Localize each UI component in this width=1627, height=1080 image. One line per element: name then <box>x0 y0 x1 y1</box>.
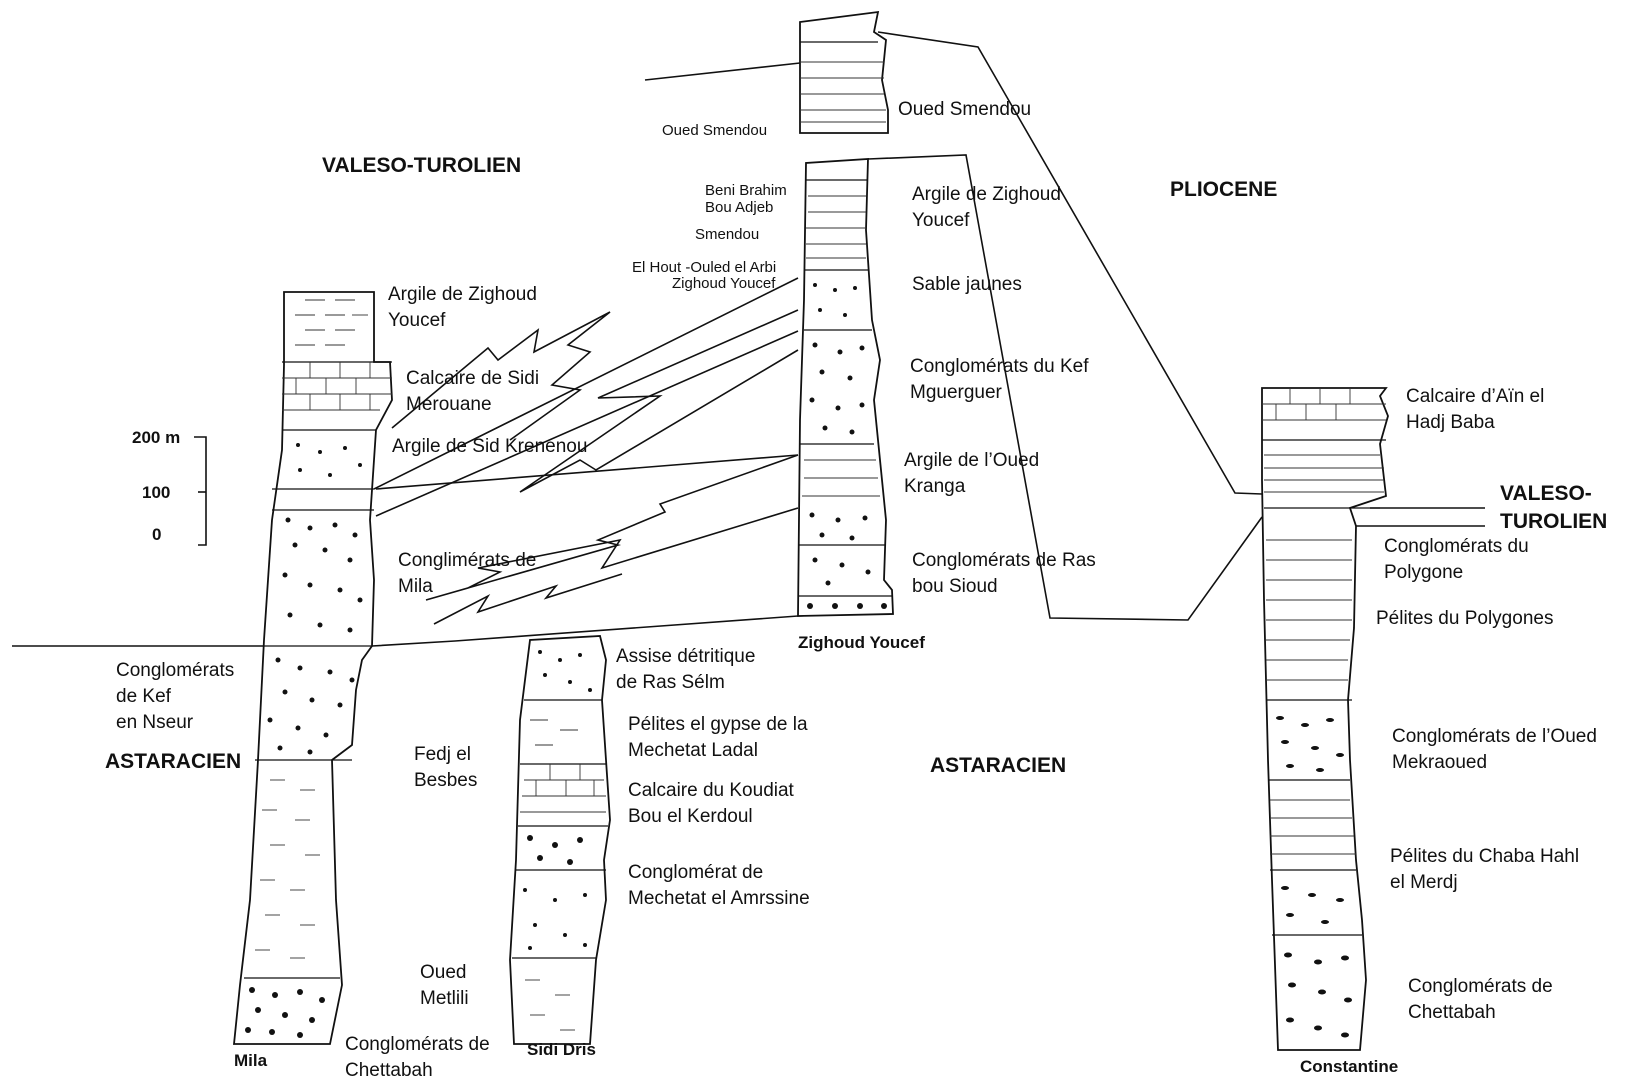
sidi-dris-unit-labels: Assise détritique de Ras Sélm Pélites el… <box>616 646 810 909</box>
stage-label-valeso-right-2: TUROLIEN <box>1500 510 1607 533</box>
stage-label-astaracien-left: ASTARACIEN <box>105 750 241 773</box>
scale-bar: 200 m 100 0 <box>132 428 206 545</box>
stage-label-valeso-turolien: VALESO-TUROLIEN <box>322 154 521 177</box>
astaracien-boundary-line <box>12 612 893 646</box>
unit-label: Polygone <box>1384 562 1463 583</box>
unit-label: Oued Smendou <box>662 122 767 139</box>
unit-label: Mekraoued <box>1392 752 1487 773</box>
corr-line-2 <box>376 331 798 516</box>
unit-label: Calcaire de Sidi <box>406 368 539 389</box>
unit-label: Argile de Zighoud <box>912 184 1061 205</box>
unit-label: Conglomérats du <box>1384 536 1529 557</box>
unit-label: Conglomérats <box>116 660 234 681</box>
unit-label: Conglomérats de Ras <box>912 550 1096 571</box>
unit-label: Assise détritique <box>616 646 755 667</box>
unit-label: Hadj Baba <box>1406 412 1495 433</box>
unit-label: Argile de Zighoud <box>388 284 537 305</box>
mila-column <box>234 292 392 1044</box>
unit-label: de Kef <box>116 686 172 707</box>
oued-smendou-left-line <box>645 63 800 80</box>
scale-label-100: 100 <box>142 483 170 502</box>
column-names: Mila Sidi Dris Zighoud Youcef Constantin… <box>234 633 1398 1076</box>
unit-label: Zighoud Youcef <box>672 275 776 292</box>
scale-label-200: 200 m <box>132 428 180 447</box>
constantine-column <box>1262 388 1388 1050</box>
unit-label: Fedj el <box>414 744 471 765</box>
unit-label: Kranga <box>904 476 966 497</box>
unit-label: Conglomérats de <box>345 1034 490 1055</box>
unit-label: bou Sioud <box>912 576 998 597</box>
stage-label-pliocene: PLIOCENE <box>1170 178 1277 201</box>
zigzag-wedge-3 <box>426 455 798 600</box>
unit-label: Argile de Sid Krenenou <box>392 436 587 457</box>
unit-label: El Hout -Ouled el Arbi <box>632 259 776 276</box>
unit-label: Conglomérat de <box>628 862 763 883</box>
corr-line-3 <box>376 455 798 489</box>
unit-label: Conglomérats de l’Oued <box>1392 726 1597 747</box>
unit-label: Youcef <box>388 310 446 331</box>
zighoud-youcef-column <box>798 12 893 616</box>
unit-label: Oued Smendou <box>898 99 1031 120</box>
unit-label: Smendou <box>695 226 759 243</box>
unit-label: Oued <box>420 962 466 983</box>
unit-label: Conglimérats de <box>398 550 536 571</box>
unit-label: Chettabah <box>1408 1002 1496 1023</box>
unit-label: Chettabah <box>345 1060 433 1080</box>
column-name-mila: Mila <box>234 1051 268 1070</box>
unit-label: Merouane <box>406 394 492 415</box>
unit-label: Conglomérats de <box>1408 976 1553 997</box>
unit-label: Calcaire du Koudiat <box>628 780 795 801</box>
unit-label: Bou Adjeb <box>705 199 773 216</box>
column-name-constantine: Constantine <box>1300 1057 1398 1076</box>
unit-label: Calcaire d’Aïn el <box>1406 386 1544 407</box>
unit-label: Sable jaunes <box>912 274 1022 295</box>
sidi-dris-column <box>510 636 610 1044</box>
unit-label: Beni Brahim <box>705 182 787 199</box>
scale-label-0: 0 <box>152 525 161 544</box>
unit-label: Mguerguer <box>910 382 1003 403</box>
stage-label-valeso-right-1: VALESO- <box>1500 482 1592 505</box>
unit-label: Mila <box>398 576 433 597</box>
unit-label: en Nseur <box>116 712 194 733</box>
unit-label: Metlili <box>420 988 469 1009</box>
unit-label: Pélites du Chaba Hahl <box>1390 846 1579 867</box>
unit-label: Pélites el gypse de la <box>628 714 808 735</box>
column-name-sidi-dris: Sidi Dris <box>527 1040 596 1059</box>
zighoud-left-labels: Oued Smendou Beni Brahim Bou Adjeb Smend… <box>632 122 787 292</box>
unit-label: Conglomérats du Kef <box>910 356 1089 377</box>
stage-label-astaracien-mid: ASTARACIEN <box>930 754 1066 777</box>
unit-label: Mechetat Ladal <box>628 740 758 761</box>
unit-label: Pélites du Polygones <box>1376 608 1553 629</box>
unit-label: Argile de l’Oued <box>904 450 1039 471</box>
unit-label: Mechetat el Amrssine <box>628 888 810 909</box>
zigzag-wedge-4 <box>434 574 622 624</box>
unit-label: Bou el Kerdoul <box>628 806 753 827</box>
unit-label: de Ras Sélm <box>616 672 725 693</box>
unit-label: el Merdj <box>1390 872 1458 893</box>
column-name-zighoud-youcef: Zighoud Youcef <box>798 633 925 652</box>
zighoud-unit-labels: Oued Smendou Argile de Zighoud Youcef Sa… <box>898 99 1096 597</box>
unit-label: Youcef <box>912 210 970 231</box>
unit-label: Besbes <box>414 770 477 791</box>
